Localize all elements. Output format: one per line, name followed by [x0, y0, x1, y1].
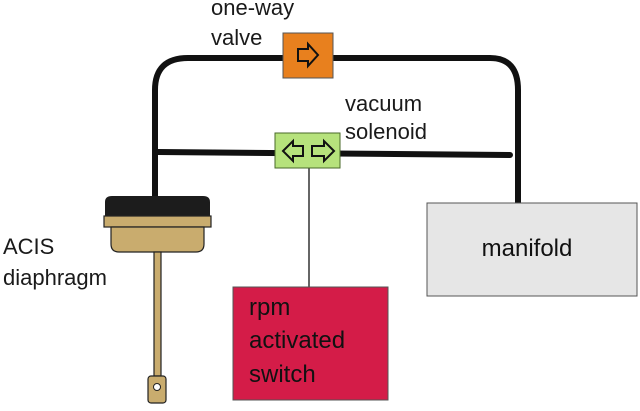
diaphragm-rod [153, 251, 162, 377]
vacuum-solenoid-label-line2: solenoid [345, 119, 427, 144]
acis-diaphragm-label-line1: ACIS [3, 234, 54, 259]
acis-diaphragm-label-line2: diaphragm [3, 265, 107, 290]
rpm-activated-switch: rpm activated switch [232, 286, 389, 401]
acis-diaphragm [103, 196, 212, 404]
rpm-switch-label-line1: rpm [249, 294, 290, 321]
one-way-valve [282, 32, 334, 79]
diaphragm-rim [103, 215, 212, 228]
one-way-valve-label-line1: one-way [211, 0, 294, 20]
vacuum-hoses [152, 55, 521, 206]
double-arrow-icon [281, 138, 336, 164]
diaphragm-housing [110, 226, 205, 253]
right-arrow-icon [297, 41, 320, 69]
upper-hose [152, 55, 521, 206]
rod-end-hole [153, 383, 161, 391]
vacuum-solenoid [274, 132, 341, 169]
vacuum-solenoid-body [274, 132, 341, 169]
one-way-valve-label-line2: valve [211, 25, 262, 50]
rpm-switch-label-line2: activated [249, 327, 345, 354]
vacuum-solenoid-label-line1: vacuum [345, 91, 422, 116]
manifold: manifold [426, 202, 638, 297]
manifold-label: manifold [482, 235, 573, 262]
diaphragm-top-cap [105, 196, 210, 216]
one-way-valve-body [282, 32, 334, 79]
rpm-switch-body [232, 286, 389, 401]
rpm-switch-label-line3: switch [249, 361, 316, 388]
manifold-body [426, 202, 638, 297]
